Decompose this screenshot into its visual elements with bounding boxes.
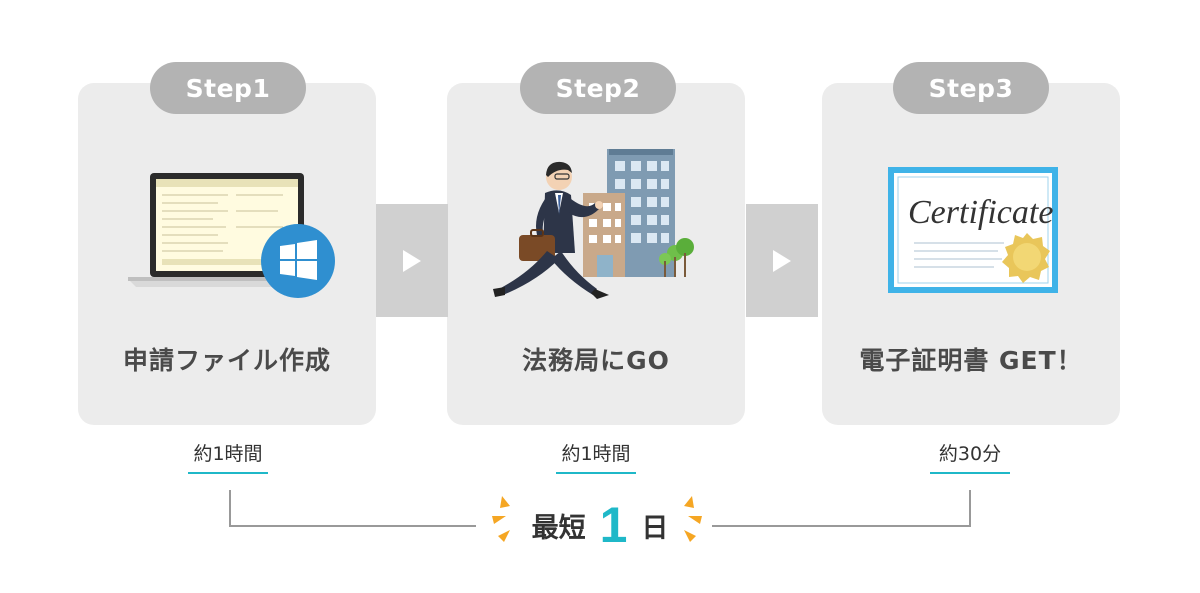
- step3-duration: 約30分: [938, 443, 1002, 465]
- play-arrow-icon: [773, 249, 791, 272]
- step1-duration-underline: [188, 472, 268, 474]
- step3-duration-underline: [930, 472, 1010, 474]
- laptop-windows-icon: [128, 173, 335, 298]
- step2-duration: 約1時間: [561, 443, 631, 465]
- total-duration: 最短 1 日: [520, 495, 680, 555]
- bracket-left-horizontal: [229, 525, 476, 527]
- bracket-right-horizontal: [712, 525, 971, 527]
- certificate-text: Certificate: [908, 194, 1053, 231]
- step3-title: 電子証明書 GET！: [859, 346, 1083, 375]
- businessman-building-icon: [493, 149, 694, 299]
- step1-card: 申請ファイル作成: [78, 83, 376, 425]
- total-prefix: 最短: [531, 512, 586, 544]
- step1-title: 申請ファイル作成: [122, 346, 331, 375]
- step3-card: Certificate 電子証明書 GET！: [822, 83, 1120, 425]
- step1-duration: 約1時間: [193, 443, 263, 465]
- total-suffix: 日: [641, 512, 669, 544]
- certificate-icon: Certificate: [888, 167, 1058, 293]
- arrow-connector-2: [746, 204, 818, 317]
- bracket-right-vertical: [969, 490, 971, 527]
- step2-title: 法務局にGO: [522, 346, 670, 375]
- sparkle-left-icon: [492, 496, 510, 542]
- arrow-connector-1: [376, 204, 448, 317]
- bracket-left-vertical: [229, 490, 231, 527]
- step1-label: Step1: [150, 62, 306, 114]
- play-arrow-icon: [403, 249, 421, 272]
- step2-duration-underline: [556, 472, 636, 474]
- step3-label: Step3: [893, 62, 1049, 114]
- step2-card: 法務局にGO: [447, 83, 745, 425]
- total-number: 1: [599, 497, 628, 553]
- sparkle-right-icon: [684, 496, 702, 542]
- step2-label: Step2: [520, 62, 676, 114]
